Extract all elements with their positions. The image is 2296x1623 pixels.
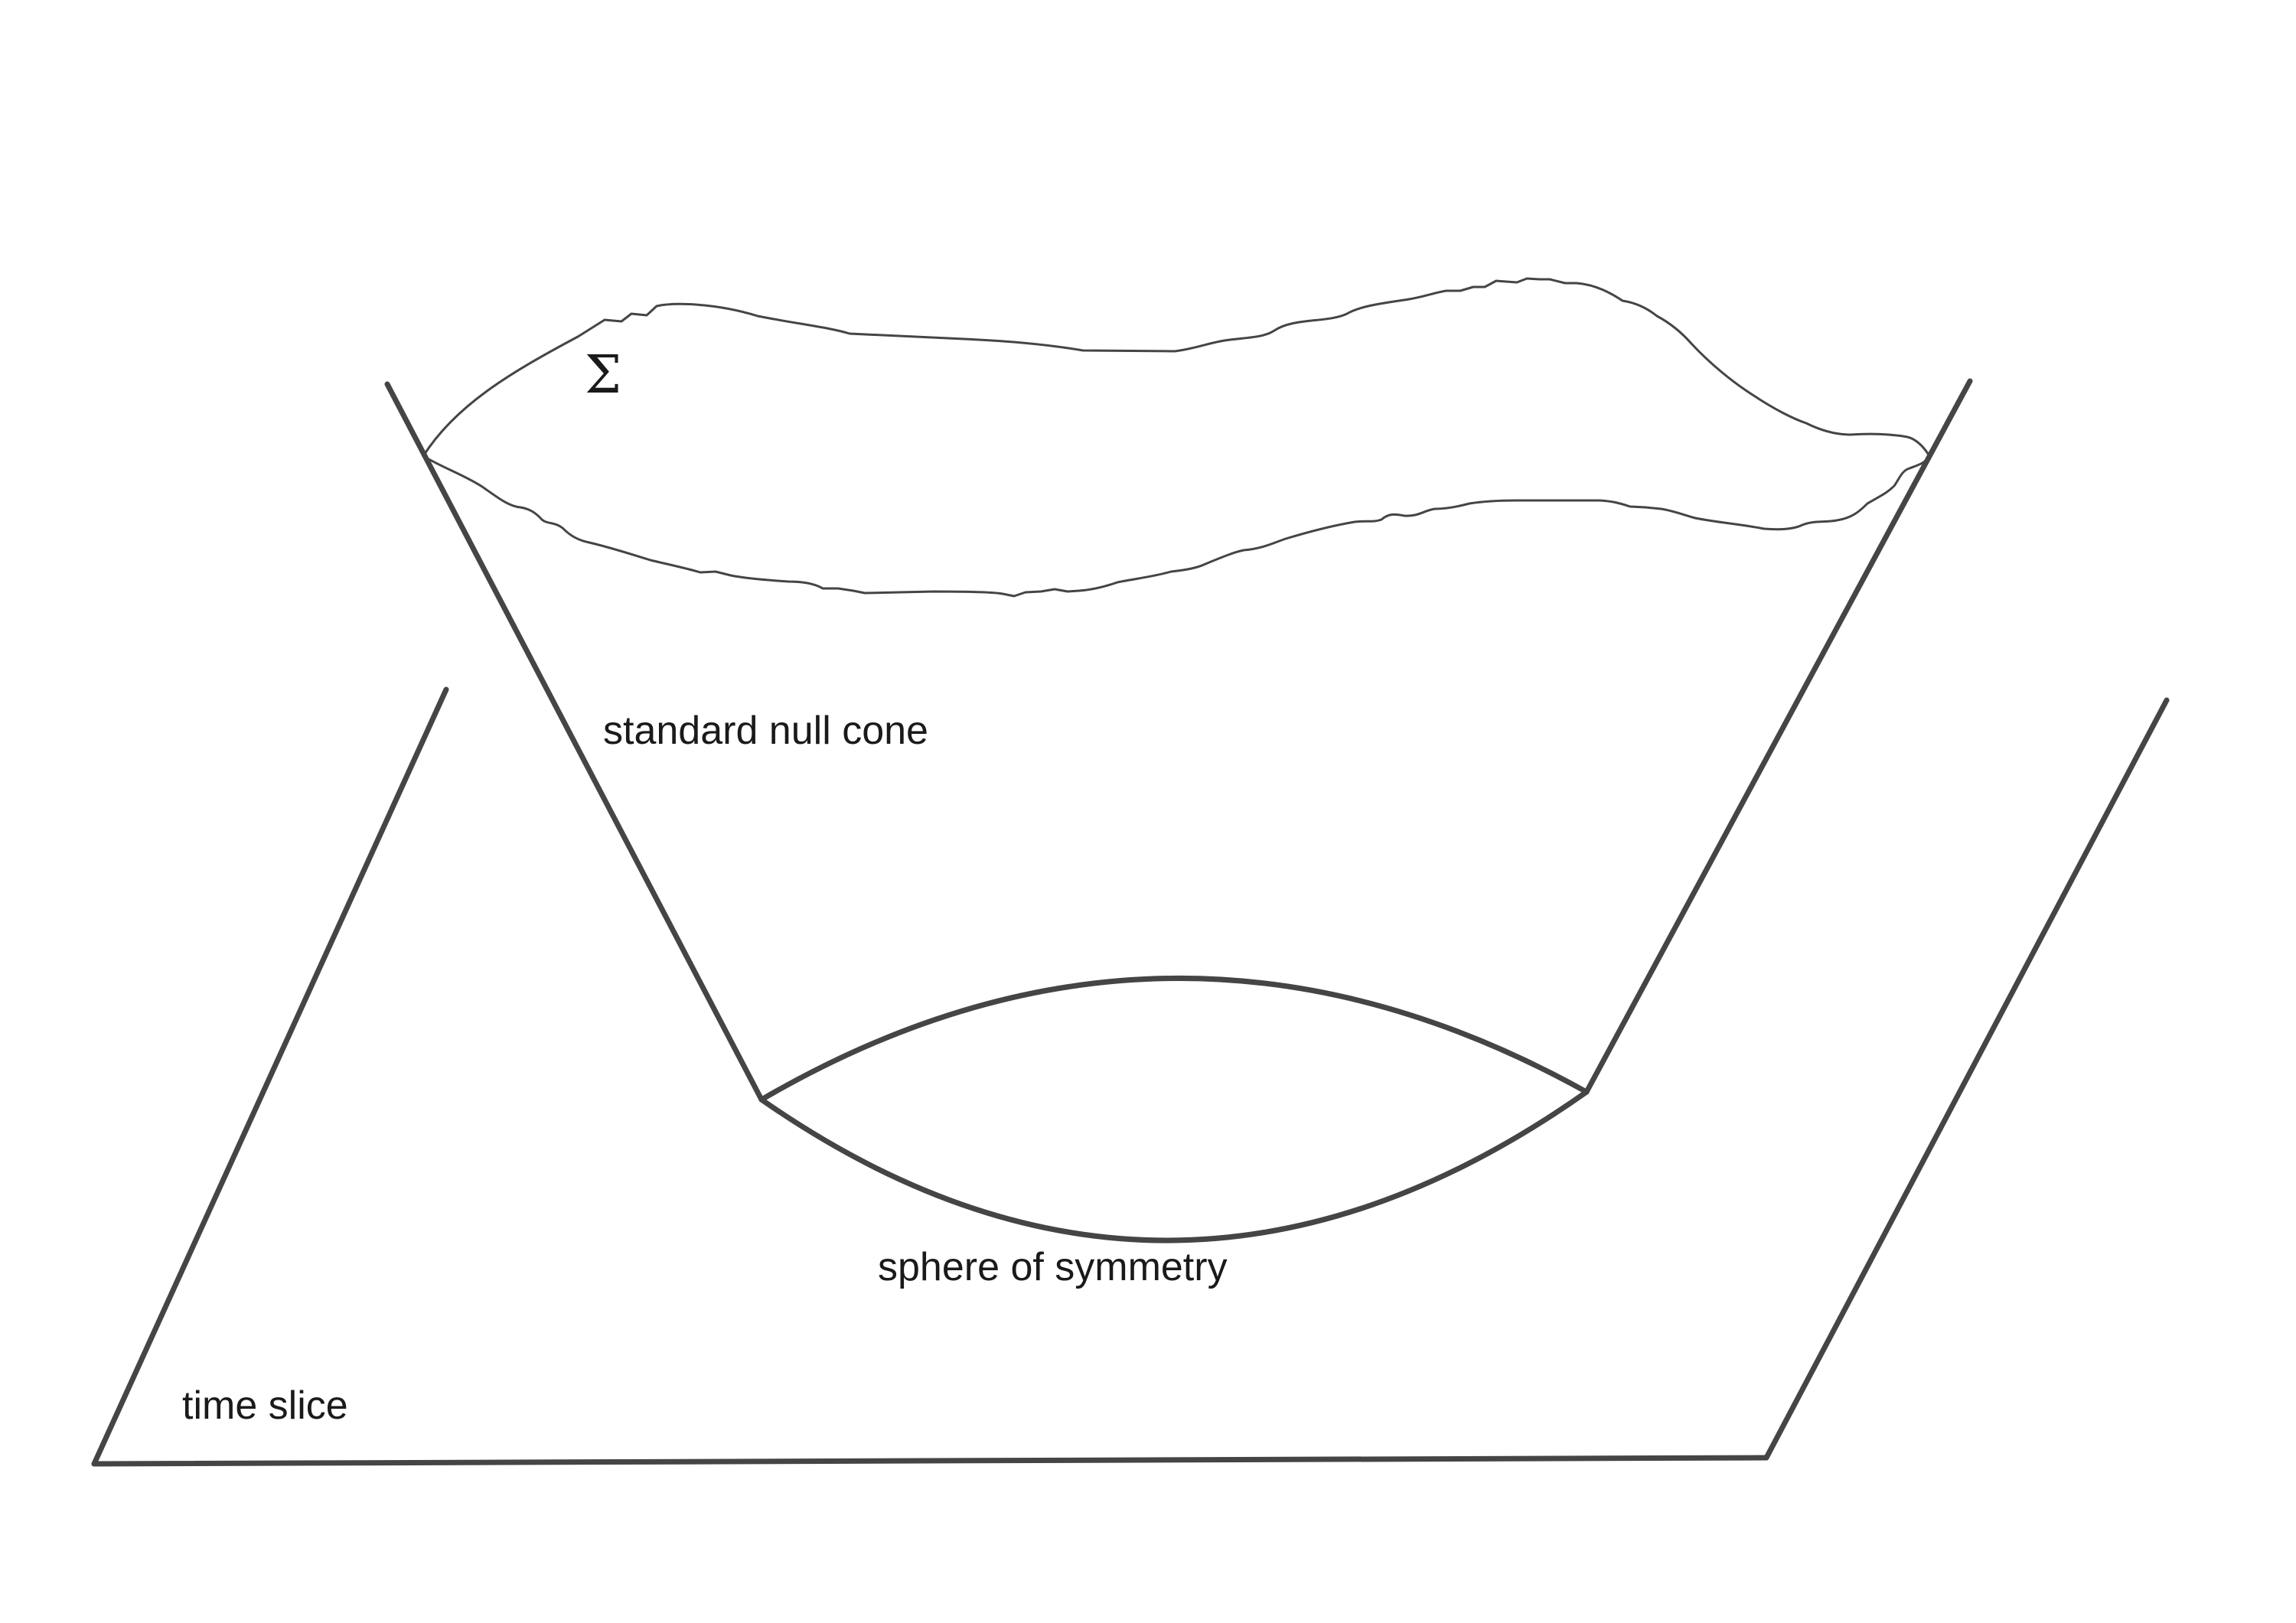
sphere-of-symmetry-label: sphere of symmetry xyxy=(878,1245,1228,1289)
null-cone xyxy=(384,378,1973,1103)
sphere-back-arc xyxy=(758,975,1590,1103)
sigma-label: Σ xyxy=(585,345,621,406)
sigma-surface xyxy=(422,277,1931,598)
null-cone-left-generator xyxy=(384,381,765,1103)
time-slice-left-edge xyxy=(91,686,449,1467)
time-slice-bottom-edge xyxy=(91,1455,1769,1467)
time-slice-label: time slice xyxy=(182,1383,348,1428)
null-cone-label: standard null cone xyxy=(603,709,928,753)
time-slice-right-edge xyxy=(1763,697,2170,1461)
sigma-back-curve xyxy=(422,277,1931,458)
sigma-front-curve xyxy=(422,455,1931,598)
sphere-of-symmetry xyxy=(758,975,1590,1243)
time-slice-plane xyxy=(91,686,2170,1467)
sphere-front-arc xyxy=(758,1089,1590,1243)
null-cone-right-generator xyxy=(1583,378,1973,1095)
